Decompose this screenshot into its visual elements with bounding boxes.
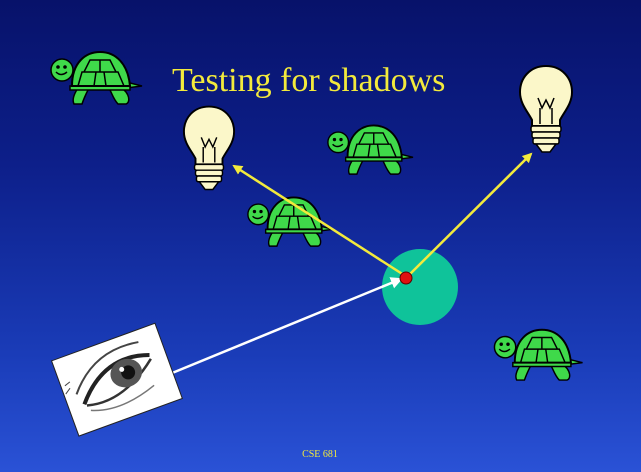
turtle-top-middle-icon bbox=[326, 124, 415, 176]
turtle-title-icon bbox=[49, 50, 144, 106]
hit-point-icon bbox=[399, 271, 413, 285]
slide-title: Testing for shadows bbox=[172, 62, 446, 99]
light-bulb-left-icon bbox=[182, 105, 236, 191]
eye-icon bbox=[50, 322, 183, 437]
light-bulb-right-icon bbox=[519, 65, 573, 153]
sphere-icon bbox=[382, 249, 458, 325]
turtle-bottom-right-icon bbox=[493, 328, 584, 382]
eye-ray bbox=[159, 277, 403, 380]
shadow-ray-right bbox=[406, 152, 533, 278]
shadow-ray-left bbox=[232, 164, 408, 279]
slide-footer: CSE 681 bbox=[302, 449, 338, 460]
